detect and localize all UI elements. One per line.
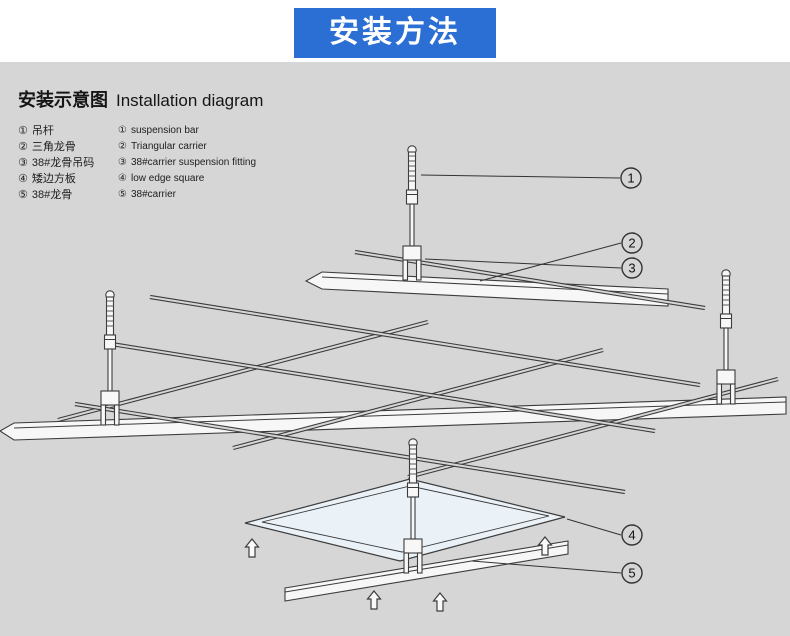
section-title-en: Installation diagram xyxy=(116,91,264,110)
ceiling-panel xyxy=(244,478,566,562)
callout-2: 2 xyxy=(479,232,643,282)
legend-label-zh: 38#龙骨 xyxy=(31,189,73,201)
section-title: 安装示意图 Installation diagram xyxy=(18,86,263,112)
triangular-carrier-back xyxy=(304,271,669,307)
triangular-carrier-front xyxy=(0,396,787,441)
callout-3-label: 3 xyxy=(628,261,635,276)
legend-num: ② xyxy=(118,140,127,152)
installation-diagram: 1 2 3 4 5 xyxy=(0,145,787,612)
legend-label-en: Triangular carrier xyxy=(130,140,207,152)
legend-num: ⑤ xyxy=(118,188,127,200)
legend-num: ③ xyxy=(18,157,28,169)
legend-num: ⑤ xyxy=(18,189,28,201)
suspension-rod-top xyxy=(402,145,422,281)
banner-title: 安装方法 xyxy=(329,16,461,49)
legend-label-zh: 吊杆 xyxy=(31,125,54,137)
legend-num: ② xyxy=(18,141,28,153)
legend-label-zh: 三角龙骨 xyxy=(31,141,76,153)
callout-4-label: 4 xyxy=(628,528,635,543)
arrow-up-icon xyxy=(244,538,260,558)
legend-num: ④ xyxy=(118,172,127,184)
callout-3: 3 xyxy=(424,257,643,279)
legend-num: ① xyxy=(18,125,28,137)
callout-5-label: 5 xyxy=(628,566,635,581)
suspension-rod-right xyxy=(716,269,736,405)
carrier-38 xyxy=(284,540,569,602)
callout-5: 5 xyxy=(471,560,643,584)
section-title-zh: 安装示意图 xyxy=(18,90,108,110)
legend-label-en: suspension bar xyxy=(130,124,199,136)
legend-label-en: 38#carrier suspension fitting xyxy=(130,156,257,168)
callout-4: 4 xyxy=(566,518,643,546)
suspension-rod-left xyxy=(100,290,120,426)
callout-1-label: 1 xyxy=(627,171,634,186)
legend-num: ① xyxy=(118,124,127,136)
header-banner: 安装方法 xyxy=(294,8,496,58)
grid-channels xyxy=(57,249,779,495)
legend-label-zh: 矮边方板 xyxy=(31,173,76,185)
callout-2-label: 2 xyxy=(628,236,635,251)
legend-num: ④ xyxy=(18,173,28,185)
callout-1: 1 xyxy=(420,167,642,189)
arrow-up-icon xyxy=(432,592,448,612)
arrow-up-icon xyxy=(366,590,382,610)
legend-label-zh: 38#龙骨吊码 xyxy=(31,157,95,169)
legend-label-en: low edge square xyxy=(130,172,205,184)
legend-label-en: 38#carrier xyxy=(130,188,176,200)
legend-num: ③ xyxy=(118,156,127,168)
